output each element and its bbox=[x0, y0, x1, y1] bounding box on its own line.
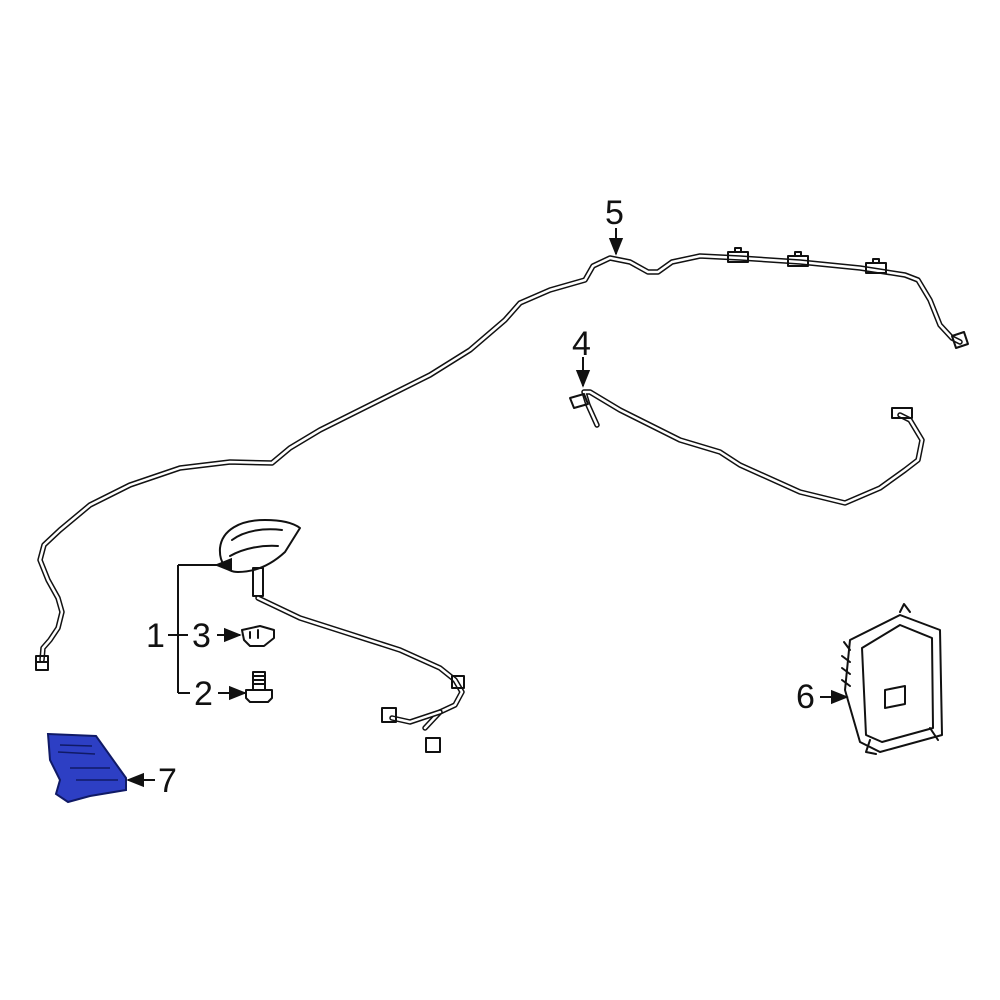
antenna-cable-part-4[interactable] bbox=[569, 389, 925, 506]
callout-3: 3 bbox=[192, 617, 211, 655]
antenna-cable-part-5[interactable] bbox=[35, 247, 969, 671]
callout-7: 7 bbox=[158, 762, 177, 800]
clip-part-3[interactable] bbox=[241, 625, 275, 647]
callout-1: 1 bbox=[146, 617, 165, 655]
callout-4: 4 bbox=[572, 325, 591, 363]
callout-6: 6 bbox=[796, 678, 815, 716]
module-part-6[interactable] bbox=[841, 603, 943, 755]
bolt-part-2[interactable] bbox=[245, 671, 273, 703]
highlighted-module-part-7[interactable] bbox=[46, 732, 127, 804]
callout-5: 5 bbox=[605, 194, 624, 232]
callout-2: 2 bbox=[194, 675, 213, 713]
leader-lines bbox=[126, 228, 849, 788]
roof-antenna-part-1[interactable] bbox=[218, 519, 465, 753]
